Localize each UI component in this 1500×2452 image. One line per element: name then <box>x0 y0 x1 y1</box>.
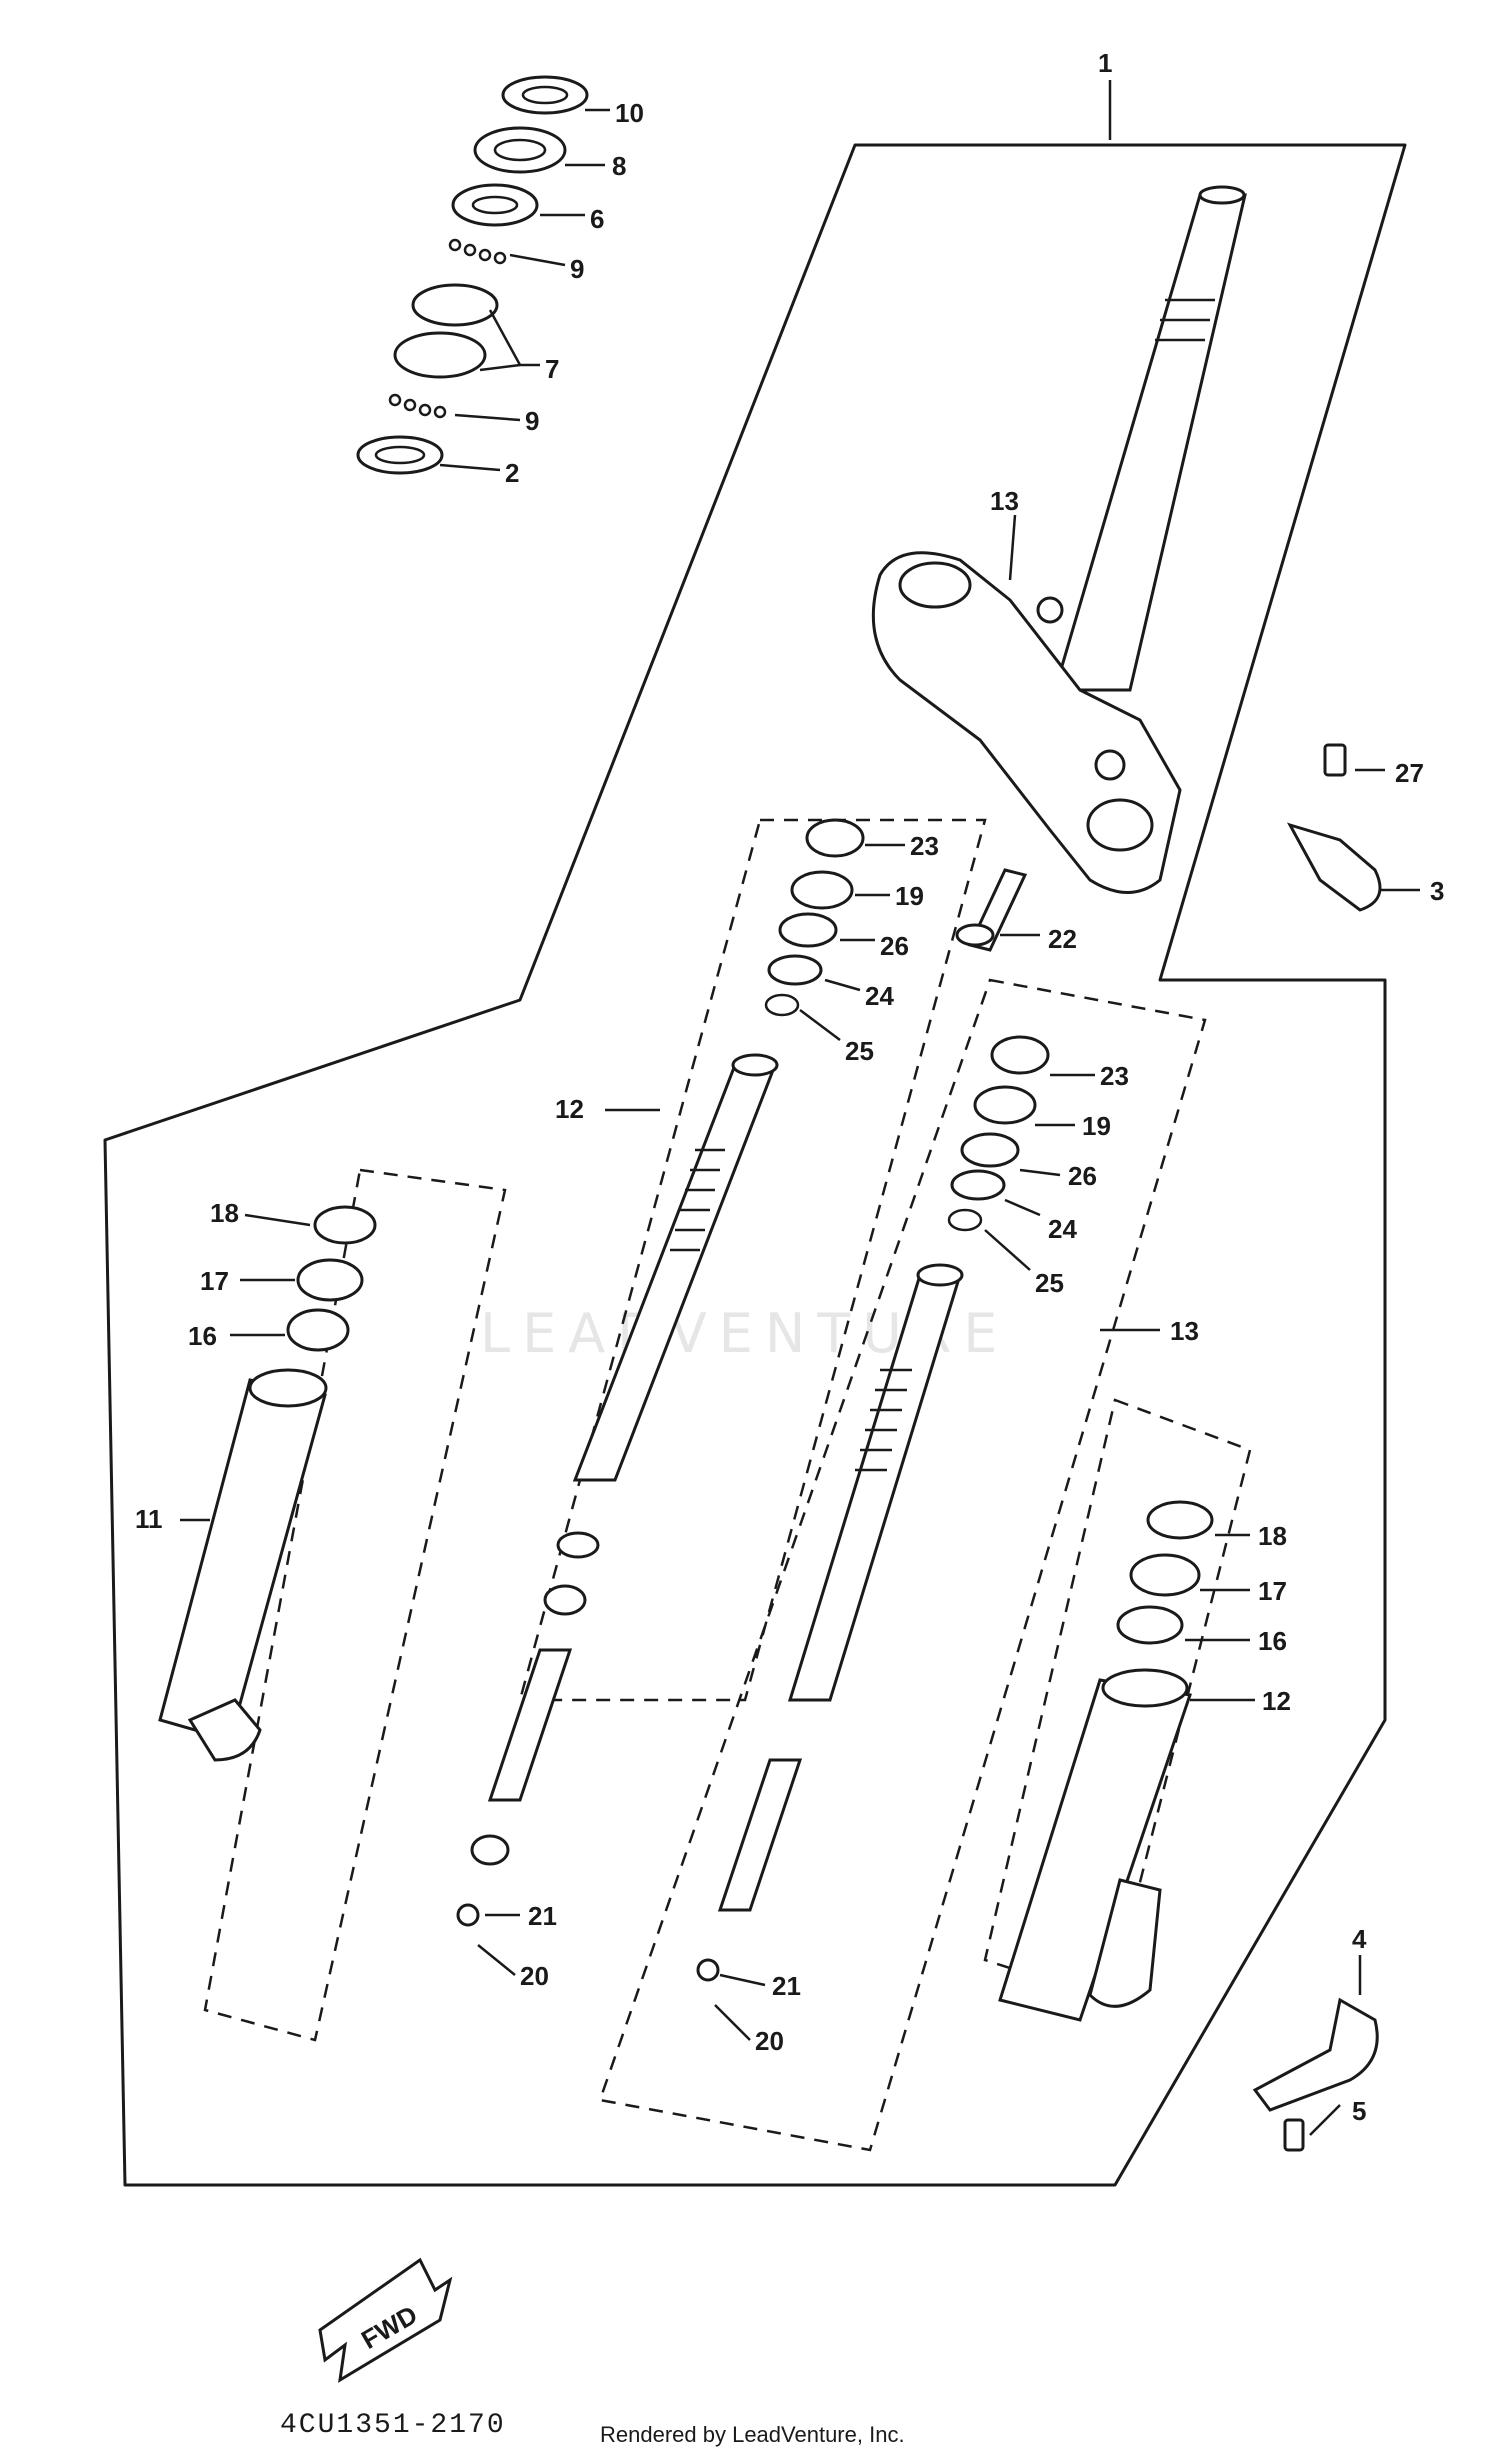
part-label-8: 8 <box>612 151 626 181</box>
part-label-27: 27 <box>1395 758 1424 788</box>
fork-right-inner-box <box>598 978 1207 2152</box>
part-label-7: 7 <box>545 354 559 384</box>
part-label-25-right: 25 <box>1035 1268 1064 1298</box>
part-label-21-left: 21 <box>528 1901 557 1931</box>
part-label-10: 10 <box>615 98 644 128</box>
part-label-11: 11 <box>135 1504 163 1534</box>
part-label-17-left: 17 <box>200 1266 229 1296</box>
part-label-17-right: 17 <box>1258 1576 1287 1606</box>
part-label-1: 1 <box>1098 48 1112 78</box>
part-label-20-left: 20 <box>520 1961 549 1991</box>
rendered-by-credit: Rendered by LeadVenture, Inc. <box>600 2422 905 2447</box>
pinch-bolt <box>955 868 1028 952</box>
under-bracket <box>871 551 1182 894</box>
leader-lines <box>180 80 1420 2136</box>
part-label-14: 12 <box>555 1094 584 1124</box>
cable-guide-lower <box>1252 1997 1379 2152</box>
part-label-6: 6 <box>590 204 604 234</box>
part-label-20-right: 20 <box>755 2026 784 2056</box>
part-label-21-right: 21 <box>772 1971 801 2001</box>
fork-left-inner-box <box>518 818 987 1702</box>
part-label-24-right: 24 <box>1048 1214 1077 1244</box>
steering-stem <box>1052 185 1247 692</box>
part-label-4: 4 <box>1352 1924 1367 1954</box>
part-label-25-left: 25 <box>845 1036 874 1066</box>
part-label-22: 22 <box>1048 924 1077 954</box>
part-label-18-left: 18 <box>210 1198 239 1228</box>
part-label-26-right: 26 <box>1068 1161 1097 1191</box>
part-label-5: 5 <box>1352 2096 1366 2126</box>
part-label-12: 12 <box>1262 1686 1291 1716</box>
part-label-15: 13 <box>990 486 1019 516</box>
part-label-13: 13 <box>1170 1316 1199 1346</box>
part-label-16-right: 16 <box>1258 1626 1287 1656</box>
fork-left-inner-parts <box>456 818 865 1927</box>
part-label-23-right: 23 <box>1100 1061 1129 1091</box>
part-label-26-left: 26 <box>880 931 909 961</box>
part-label-19-right: 19 <box>1082 1111 1111 1141</box>
part-label-24-left: 24 <box>865 981 894 1011</box>
main-assembly-outline <box>103 143 1407 2187</box>
part-label-9-lower: 9 <box>525 406 539 436</box>
forward-direction-arrow: FWD <box>318 2257 453 2383</box>
part-label-3: 3 <box>1430 876 1444 906</box>
outer-tube-left <box>158 1205 377 1762</box>
diagram-code: 4CU1351-2170 <box>280 2410 506 2441</box>
cable-guide-right <box>1286 743 1382 912</box>
bearing-stack <box>356 75 589 475</box>
part-label-16-left: 16 <box>188 1321 217 1351</box>
part-label-23-left: 23 <box>910 831 939 861</box>
part-label-9-upper: 9 <box>570 254 584 284</box>
part-label-19-left: 19 <box>895 881 924 911</box>
fork-right-inner-parts <box>696 1035 1050 1982</box>
fork-right-outer-box <box>983 1398 1252 2002</box>
outer-tube-right <box>998 1500 1214 2022</box>
part-label-18-right: 18 <box>1258 1521 1287 1551</box>
part-label-2: 2 <box>505 458 519 488</box>
